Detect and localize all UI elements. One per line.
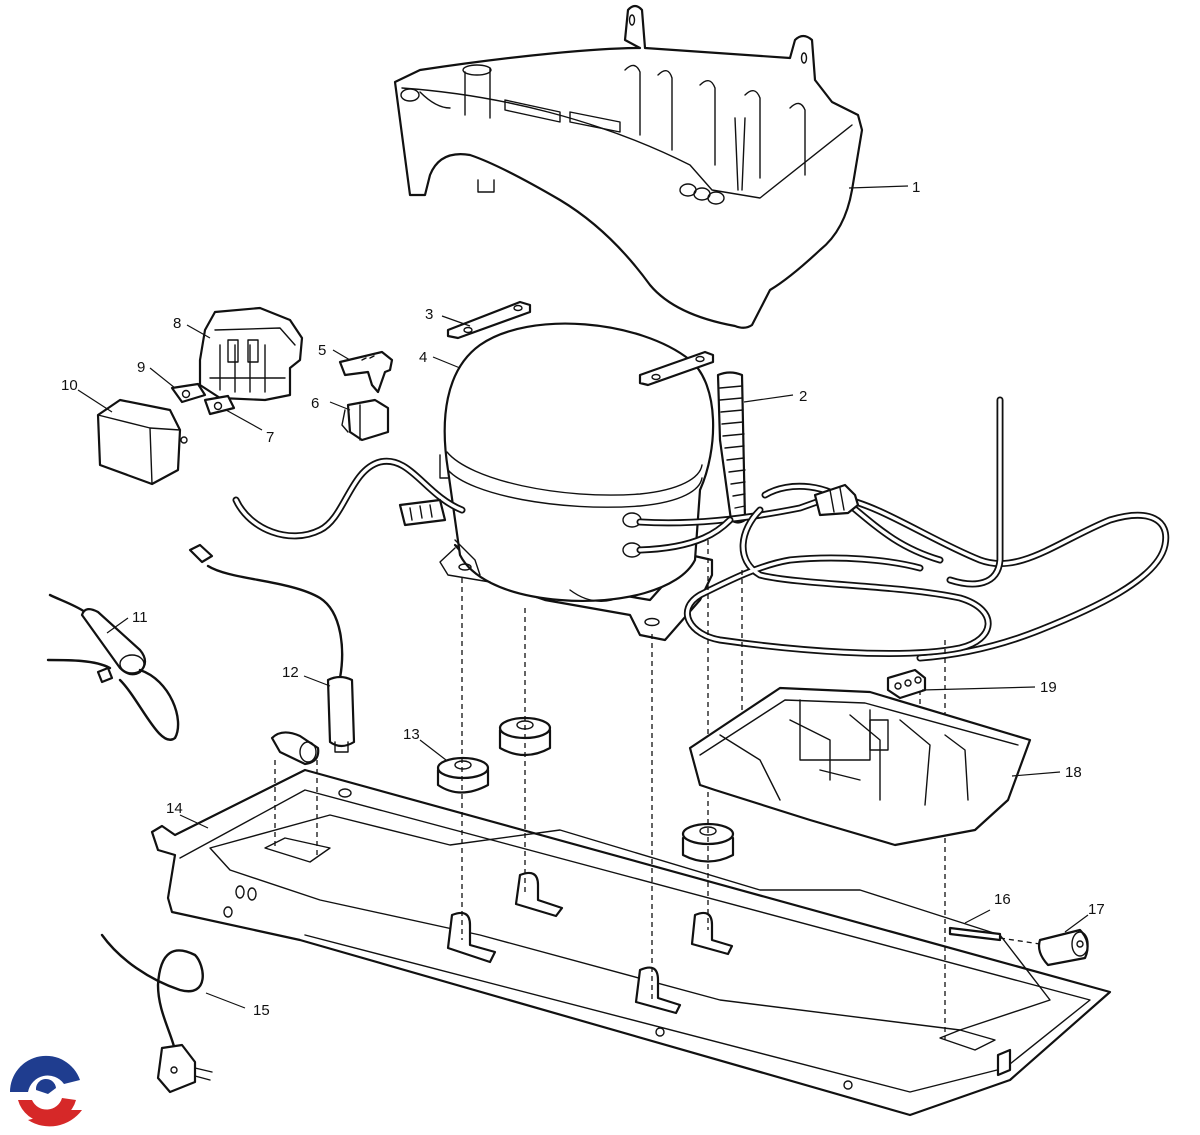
callout-10: 10 [61,377,78,394]
callout-4: 4 [419,349,427,366]
brand-logo [6,1052,86,1132]
part-16-pin [948,926,1002,942]
part-11-capacitor [46,593,180,741]
part-5-relay-cover [338,350,394,394]
callout-14: 14 [166,800,183,817]
callout-19: 19 [1040,679,1057,696]
part-15-power-cord [100,933,213,1094]
part-17-sleeve [1037,928,1089,967]
part-10-starter-box [96,398,188,486]
callout-16: 16 [994,891,1011,908]
compressor-wiring [232,457,466,540]
part-1-drip-tray [393,4,864,329]
callout-3: 3 [425,306,433,323]
callout-7: 7 [266,429,274,446]
callout-18: 18 [1065,764,1082,781]
part-9-terminal [170,382,207,404]
callout-13: 13 [403,726,420,743]
part-6-overload-protector [341,398,390,442]
callout-11: 11 [132,609,148,626]
callout-17: 17 [1088,901,1105,918]
part-14-base-plate [150,768,1112,1117]
callout-8: 8 [173,315,181,332]
part-3-mounting-clip [446,300,532,340]
part-4-compressor [439,322,715,642]
refrigerant-piping [636,396,1170,662]
part-7-terminal [203,394,236,416]
callout-2: 2 [799,388,807,405]
callout-1: 1 [912,179,920,196]
callout-6: 6 [311,395,319,412]
callout-5: 5 [318,342,326,359]
part-3-second-clip [638,350,715,387]
part-2-drain-tube [716,371,747,524]
part-12-sensor [188,543,356,753]
callout-labels: 1 2 3 4 5 6 7 8 9 10 11 12 13 14 15 16 1… [61,179,1105,1019]
callout-9: 9 [137,359,145,376]
part-8-relay-bracket [198,306,304,402]
leader-lines [77,185,1089,1009]
callout-15: 15 [253,1002,270,1019]
part-18-housing-tray [688,686,1032,847]
alignment-lines [274,540,1041,1040]
callout-12: 12 [282,664,299,681]
